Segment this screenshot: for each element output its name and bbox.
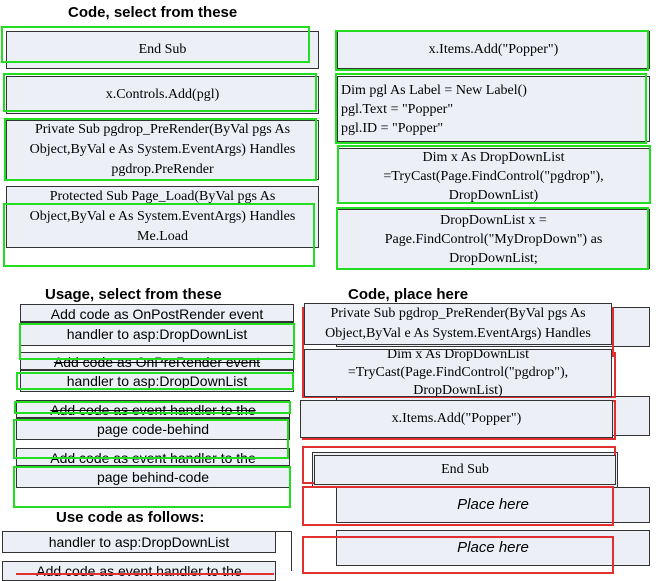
placed-end-sub[interactable]: End Sub [314, 455, 616, 485]
code-card-dim-label[interactable]: Dim pgl As Label = New Label() pgl.Text … [337, 76, 650, 142]
usage-behindcode-line1[interactable]: Add code as event handler to the [16, 448, 290, 466]
code-card-controls-add[interactable]: x.Controls.Add(pgl) [6, 76, 319, 114]
usage-onpostrender-line1[interactable]: Add code as OnPostRender event [20, 304, 294, 322]
usage-onprerender-line1[interactable]: Add code as OnPreRender event [20, 352, 294, 370]
usage-behindcode-line2[interactable]: page behind-code [16, 466, 290, 488]
placed-dim-trycast[interactable]: Dim x As DropDownList =TryCast(Page.Find… [304, 349, 612, 397]
usage-codebehind-line1[interactable]: Add code as event handler to the [16, 400, 290, 418]
code-card-end-sub[interactable]: End Sub [6, 31, 319, 69]
placed-items-add[interactable]: x.Items.Add("Popper") [300, 400, 613, 438]
use-as-line2[interactable]: Add code as event handler to the [2, 561, 276, 581]
placeholder-label-6: Place here [457, 539, 529, 556]
placeholder-frame-5: Place here [336, 487, 650, 523]
header-use-code: Use code as follows: [56, 509, 205, 526]
usage-onprerender-line2[interactable]: handler to asp:DropDownList [20, 370, 294, 392]
use-as-underline [16, 573, 274, 575]
usage-onpostrender-line2[interactable]: handler to asp:DropDownList [20, 322, 294, 346]
use-as-line1[interactable]: handler to asp:DropDownList [2, 531, 276, 553]
code-card-page-load-sub[interactable]: Protected Sub Page_Load(ByVal pgs As Obj… [6, 186, 319, 248]
placeholder-label-5: Place here [457, 496, 529, 513]
header-usage-select: Usage, select from these [45, 286, 222, 303]
usage-codebehind-line2[interactable]: page code-behind [16, 418, 290, 440]
header-code-place: Code, place here [348, 286, 469, 303]
code-card-dim-trycast[interactable]: Dim x As DropDownList =TryCast(Page.Find… [337, 148, 650, 204]
use-as-edge [291, 531, 292, 571]
use-as-divider [276, 531, 292, 532]
placed-prerender-sub[interactable]: Private Sub pgdrop_PreRender(ByVal pgs A… [304, 303, 612, 345]
placeholder-frame-6: Place here [336, 530, 650, 566]
code-card-prerender-sub[interactable]: Private Sub pgdrop_PreRender(ByVal pgs A… [6, 120, 319, 180]
code-card-csharp-findcontrol[interactable]: DropDownList x = Page.FindControl("MyDro… [337, 209, 650, 269]
header-code-select: Code, select from these [68, 4, 238, 21]
code-card-items-add[interactable]: x.Items.Add("Popper") [337, 31, 650, 69]
